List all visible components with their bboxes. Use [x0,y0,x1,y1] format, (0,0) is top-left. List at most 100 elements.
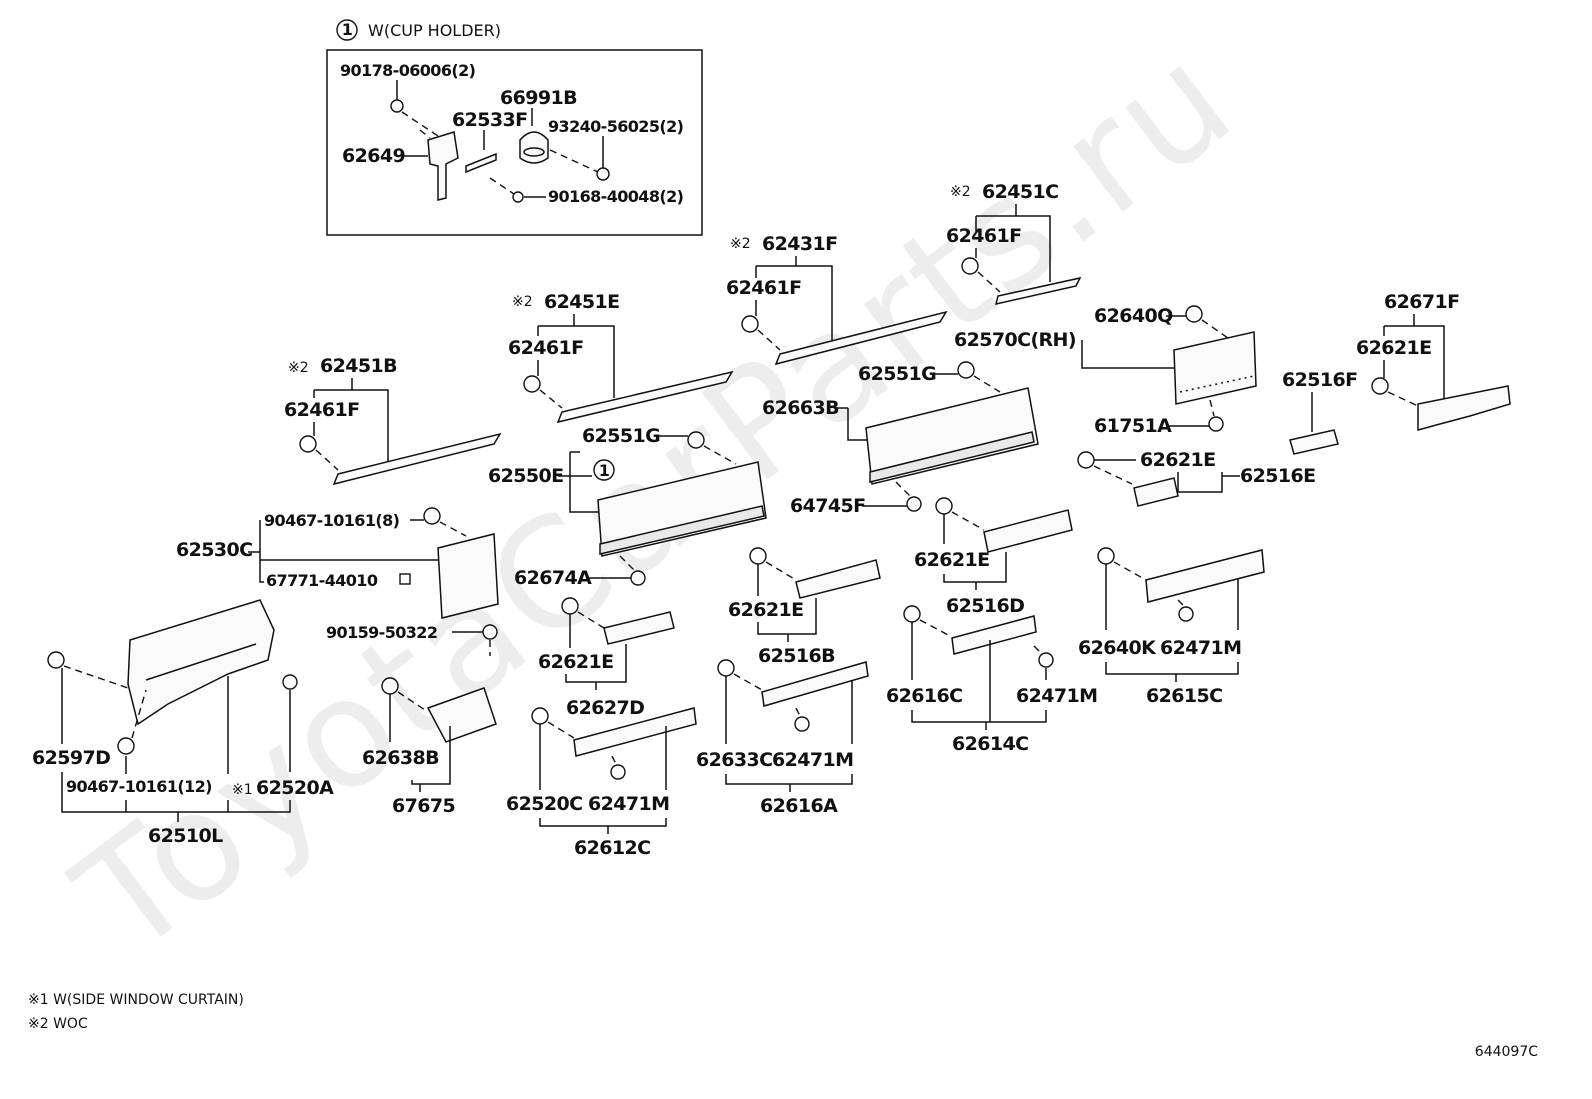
clip-icon [903,605,921,623]
bracket-part [426,687,497,743]
clip-icon [1097,547,1115,565]
clip-icon [957,361,975,379]
clip-icon [1208,416,1224,432]
clip-icon [399,573,411,585]
clip-icon [531,707,549,725]
label-62612c: 62612C [574,837,650,859]
trim-panel-part [1173,331,1257,405]
label-62461f: 62461F [508,337,583,359]
label-62431f: 62431F [762,233,837,255]
label-62649: 62649 [342,145,405,167]
holder-plate-part [427,131,459,201]
inset-title: W(CUP HOLDER) [368,21,501,40]
clip-icon [523,375,541,393]
clip-icon [906,496,922,512]
trim-strip-part [761,661,869,707]
label-66991b: 66991B [500,87,577,109]
variant-marker-circle [593,459,615,481]
molding-strip-part [556,370,734,424]
label-90467-10161-12: 90467-10161(12) [66,777,212,796]
label-62461f: 62461F [726,277,801,299]
label-64745f: 64745F [790,495,865,517]
label-62516b: 62516B [758,645,835,667]
clip-icon [561,597,579,615]
note-mark: ※2 [512,294,533,310]
label-62520c: 62520C [506,793,582,815]
label-62621e: 62621E [1140,449,1215,471]
clip-icon [1178,606,1194,622]
inset-marker: 1 [342,20,353,39]
label-90159-50322: 90159-50322 [326,623,437,642]
clip-icon [610,764,626,780]
label-62451c: 62451C [982,181,1058,203]
screw-icon [596,167,610,181]
footnote-1: ※1 W(SIDE WINDOW CURTAIN) [28,992,244,1008]
trim-piece-part [795,559,881,599]
inset-marker-circle [336,19,358,41]
label-62621e: 62621E [728,599,803,621]
clip-icon [423,507,441,525]
screw-icon [512,191,524,203]
label-62471m: 62471M [588,793,669,815]
label-62530c: 62530C [176,539,252,561]
molding-strip-part [774,310,948,366]
clip-icon [935,497,953,515]
bracket-part [465,152,497,174]
trim-piece-part [1133,477,1179,507]
trim-strip-part [1145,549,1265,603]
trim-panel-part [865,387,1039,485]
clip-icon [749,547,767,565]
label-62451e: 62451E [544,291,619,313]
note-mark: ※2 [288,360,309,376]
label-62471m: 62471M [1016,685,1097,707]
label-62671f: 62671F [1384,291,1459,313]
label-62461f: 62461F [946,225,1021,247]
inset-frame [326,49,703,236]
trim-piece-part [1417,385,1511,431]
trim-panel-part [597,461,767,557]
label-62451b: 62451B [320,355,397,377]
clip-icon [741,315,759,333]
clip-icon [687,431,705,449]
label-62551g: 62551G [858,363,936,385]
label-62533f: 62533F [452,109,527,131]
label-62640k: 62640K [1078,637,1157,659]
clip-icon [117,737,135,755]
label-62516e: 62516E [1240,465,1315,487]
trim-strip-part [951,615,1037,655]
footnote-2: ※2 WOC [28,1016,88,1032]
label-62520a: 62520A [256,777,334,799]
label-67675: 67675 [392,795,455,817]
note-mark: ※1 [232,782,253,798]
trim-piece-part [1289,429,1339,455]
clip-icon [47,651,65,669]
label-62510l: 62510L [148,825,223,847]
clip-icon [630,570,646,586]
clip-icon [717,659,735,677]
label-62614c: 62614C [952,733,1028,755]
label-62633c: 62633C [696,749,772,771]
label-62663b: 62663B [762,397,839,419]
label-62550e: 62550E [488,465,563,487]
label-62461f: 62461F [284,399,359,421]
screw-icon [390,99,404,113]
trim-piece-part [983,509,1073,553]
clip-icon [282,674,298,690]
clip-icon [961,257,979,275]
variant-marker: 1 [599,461,610,480]
clip-icon [794,716,810,732]
clip-icon [299,435,317,453]
label-90467-10161-8: 90467-10161(8) [264,511,399,530]
label-62616a: 62616A [760,795,838,817]
clip-icon [1185,305,1203,323]
trim-strip-part [573,707,697,757]
clip-icon [1371,377,1389,395]
label-62615c: 62615C [1146,685,1222,707]
diagram-code: 644097C [1475,1044,1538,1060]
label-62638b: 62638B [362,747,439,769]
label-62471m: 62471M [1160,637,1241,659]
label-61751a: 61751A [1094,415,1172,437]
label-62597d: 62597D [32,747,110,769]
label-62621e: 62621E [914,549,989,571]
